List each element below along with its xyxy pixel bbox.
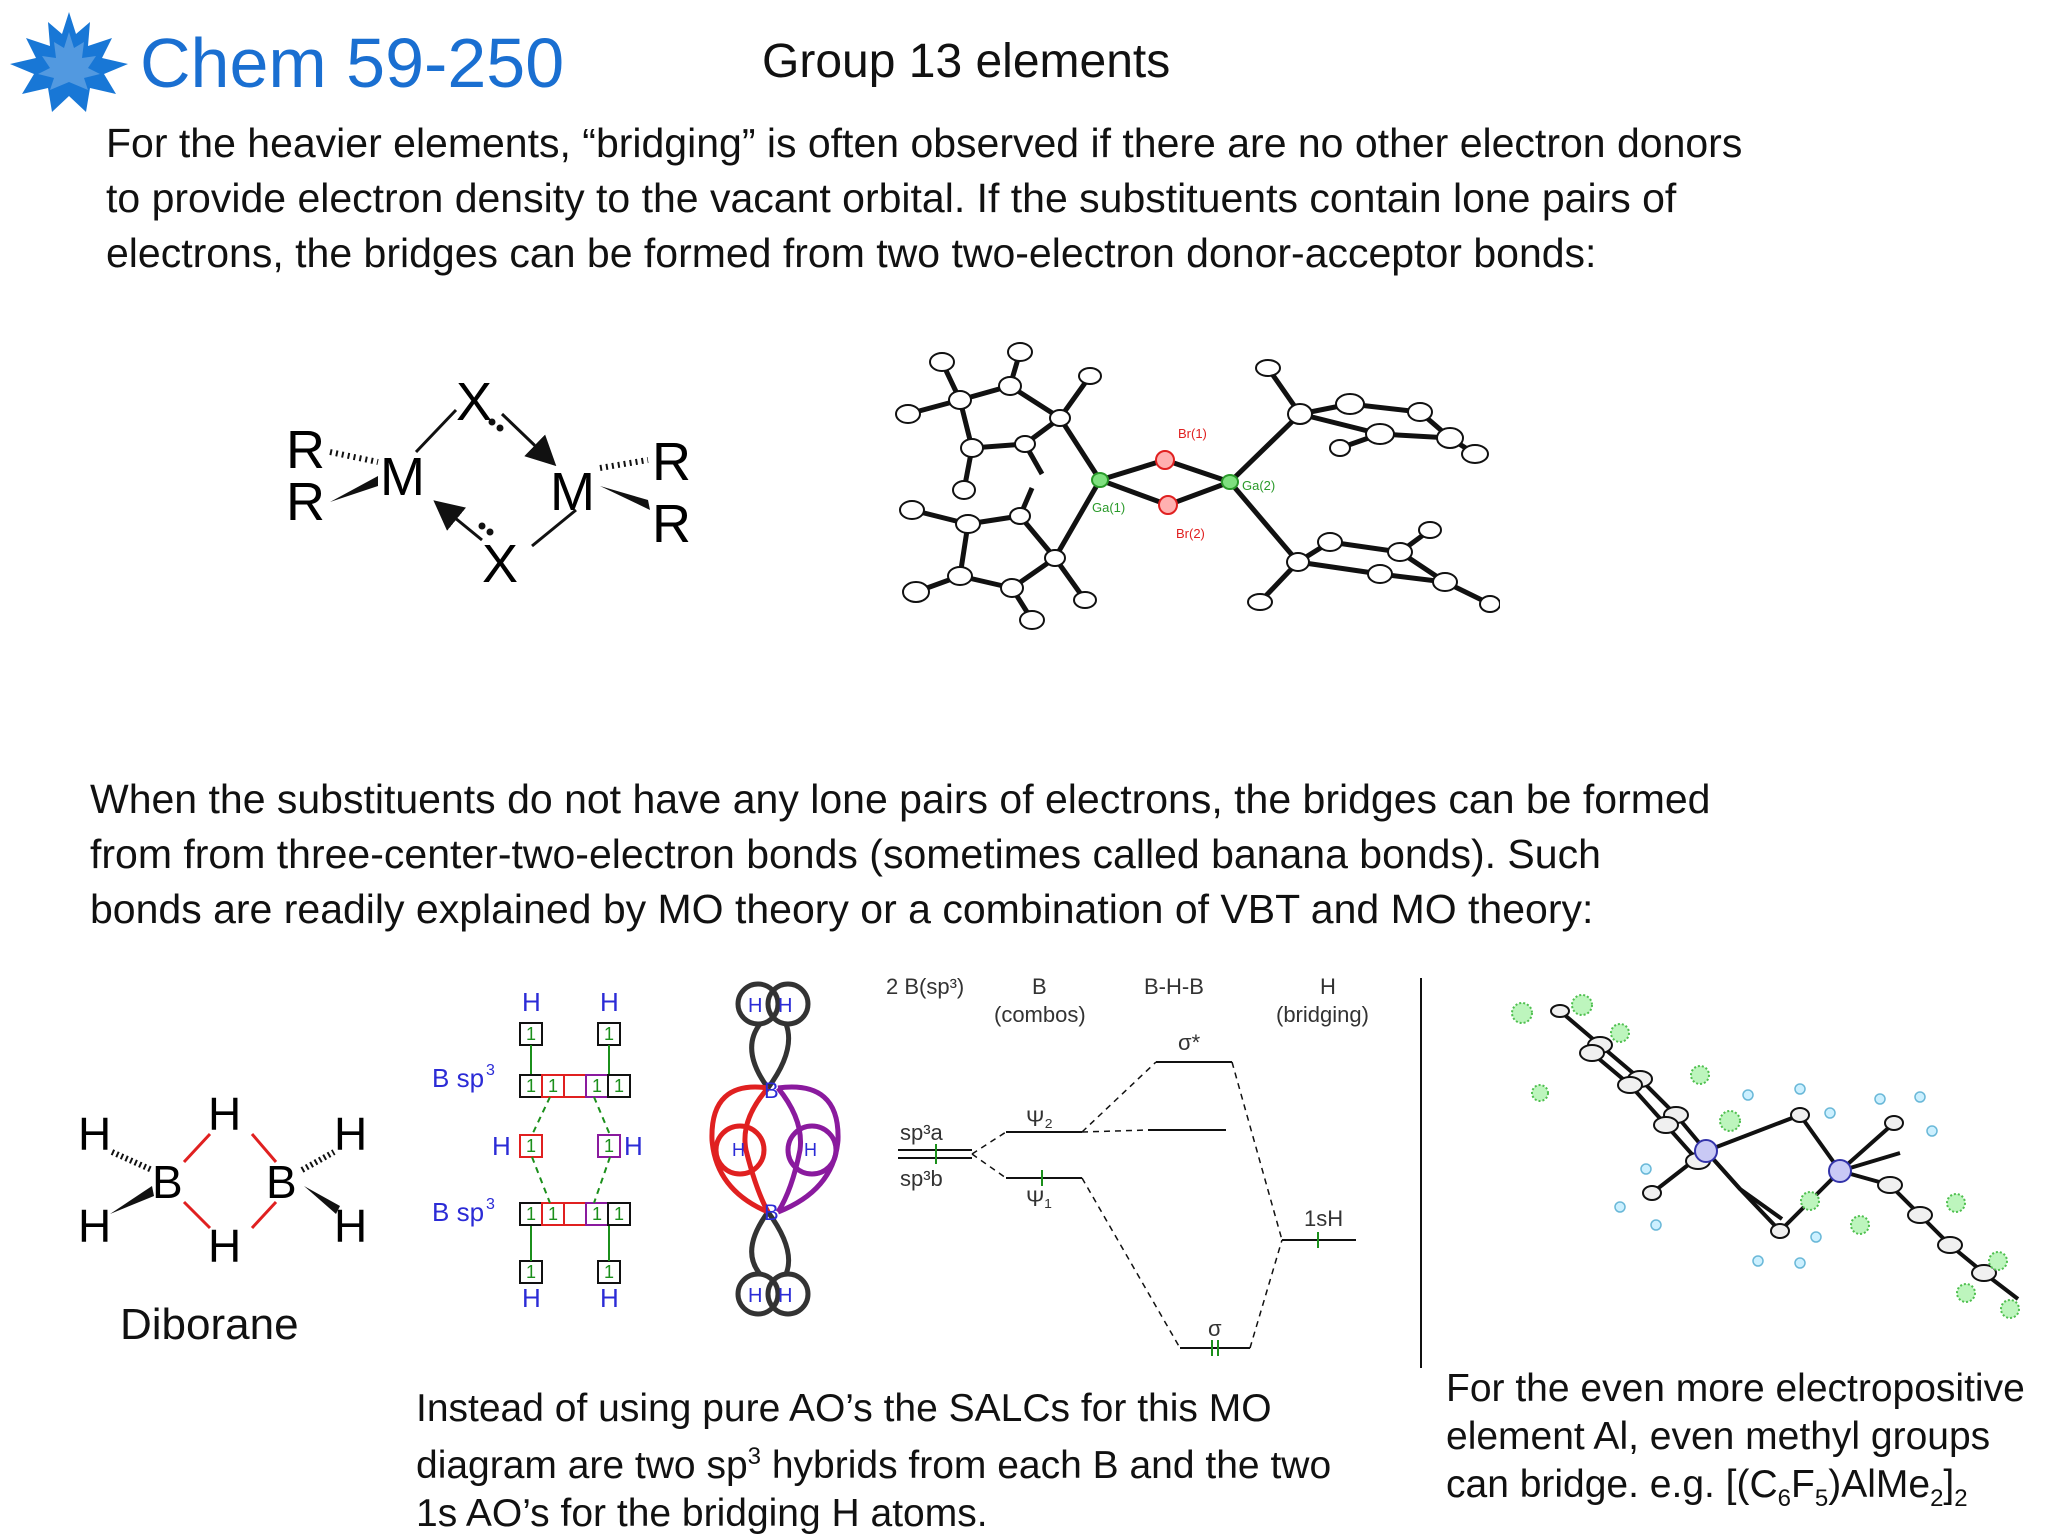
al-atom	[1828, 1159, 1852, 1183]
maple-leaf-logo	[10, 12, 128, 112]
mo-col-label: (combos)	[994, 1002, 1086, 1027]
svg-text:H: H	[778, 1285, 792, 1307]
svg-text:1sH: 1sH	[1304, 1206, 1343, 1231]
svg-text:sp³b: sp³b	[900, 1166, 943, 1191]
svg-text:H: H	[78, 1200, 111, 1252]
svg-text:1: 1	[592, 1076, 602, 1096]
svg-text:1: 1	[526, 1204, 536, 1224]
svg-text:1: 1	[614, 1076, 624, 1096]
svg-text:H: H	[804, 1140, 817, 1160]
svg-text:H: H	[748, 1285, 762, 1307]
svg-text:H: H	[732, 1140, 745, 1160]
mo-col-label: (bridging)	[1276, 1002, 1369, 1027]
svg-text:Ψ₁: Ψ₁	[1026, 1186, 1052, 1211]
r-label: R	[652, 494, 691, 554]
mo-energy-diagram: 2 B(sp³) B (combos) B-H-B H (bridging) s…	[886, 974, 1369, 1356]
svg-text:σ: σ	[1208, 1316, 1222, 1341]
svg-text:B: B	[266, 1156, 297, 1208]
svg-text:H: H	[492, 1131, 511, 1161]
svg-text:1: 1	[614, 1204, 624, 1224]
r-label: R	[286, 420, 325, 480]
svg-text:H: H	[522, 987, 541, 1017]
svg-text:H: H	[778, 995, 792, 1017]
svg-text:1: 1	[604, 1024, 614, 1044]
svg-text:1: 1	[604, 1262, 614, 1282]
svg-text:3: 3	[486, 1196, 495, 1213]
svg-text:B: B	[764, 1078, 779, 1103]
svg-text:1: 1	[592, 1204, 602, 1224]
bridge-line: When the substituents do not have any lo…	[90, 776, 1711, 822]
svg-text:Ψ₂: Ψ₂	[1026, 1106, 1053, 1131]
mo-col-label: B-H-B	[1144, 974, 1204, 999]
svg-text:B: B	[764, 1200, 779, 1225]
ga-atom	[1091, 472, 1109, 488]
svg-text:1: 1	[548, 1204, 558, 1224]
ga-atom	[1221, 474, 1239, 490]
m-label: M	[380, 447, 425, 507]
mo-col-label: H	[1320, 974, 1336, 999]
intro-paragraph: For the heavier elements, “bridging” is …	[106, 116, 2006, 281]
svg-text:H: H	[600, 987, 619, 1017]
svg-text:1: 1	[526, 1262, 536, 1282]
br1-label: Br(1)	[1178, 426, 1207, 441]
diborane-label: Diborane	[120, 1300, 299, 1349]
mo-caption: Instead of using pure AO’s the SALCs for…	[416, 1387, 1332, 1535]
mo-col-label: B	[1032, 974, 1047, 999]
intro-line: to provide electron density to the vacan…	[106, 175, 1677, 221]
svg-text:B sp: B sp	[432, 1197, 484, 1227]
svg-text:1: 1	[548, 1076, 558, 1096]
svg-text:1: 1	[604, 1136, 614, 1156]
svg-text:H: H	[600, 1283, 619, 1313]
bridge-line: bonds are readily explained by MO theory…	[90, 886, 1594, 932]
svg-text:sp³a: sp³a	[900, 1120, 944, 1145]
ga2-label: Ga(2)	[1242, 478, 1275, 493]
ga1-label: Ga(1)	[1092, 500, 1125, 515]
r-label: R	[652, 432, 691, 492]
br-atom	[1155, 450, 1175, 470]
svg-text:H: H	[208, 1090, 241, 1140]
al-dimer-structure	[1511, 994, 2020, 1319]
svg-text:H: H	[334, 1200, 367, 1252]
banana-bond-lobe-diagram: H H B H H B H H	[709, 981, 841, 1317]
svg-text:H: H	[208, 1220, 241, 1272]
bridge-paragraph: When the substituents do not have any lo…	[90, 772, 2020, 937]
intro-line: For the heavier elements, “bridging” is …	[106, 120, 1743, 166]
bridge-line: from from three-center-two-electron bond…	[90, 831, 1601, 877]
svg-text:B: B	[152, 1156, 183, 1208]
svg-text:H: H	[748, 995, 762, 1017]
x-label: X	[456, 372, 492, 432]
diborane-structure: H H B B H H H H	[78, 1090, 367, 1272]
intro-line: electrons, the bridges can be formed fro…	[106, 230, 1597, 276]
course-title: Chem 59-250	[140, 24, 565, 102]
x-label: X	[482, 534, 518, 594]
svg-text:H: H	[78, 1108, 111, 1160]
svg-text:B sp: B sp	[432, 1063, 484, 1093]
crystal-structure-ga-br: Br(1) Br(2) Ga(1) Ga(2)	[895, 342, 1500, 630]
page-title: Group 13 elements	[762, 35, 1171, 88]
svg-text:1: 1	[526, 1024, 536, 1044]
br2-label: Br(2)	[1176, 526, 1205, 541]
svg-text:1: 1	[526, 1076, 536, 1096]
mo-col-label: 2 B(sp³)	[886, 974, 964, 999]
svg-text:σ*: σ*	[1178, 1030, 1201, 1055]
r-label: R	[286, 472, 325, 532]
svg-text:H: H	[624, 1131, 643, 1161]
svg-text:H: H	[522, 1283, 541, 1313]
donor-acceptor-bridge-diagram: R R M M X X R R	[286, 372, 691, 594]
br-atom	[1158, 495, 1178, 515]
svg-text:1: 1	[526, 1136, 536, 1156]
vertical-divider	[1420, 978, 1422, 1368]
svg-text:3: 3	[486, 1062, 495, 1079]
al-atom	[1694, 1139, 1718, 1163]
al-caption: For the even more electropositive elemen…	[1446, 1367, 2025, 1512]
svg-text:H: H	[334, 1108, 367, 1160]
